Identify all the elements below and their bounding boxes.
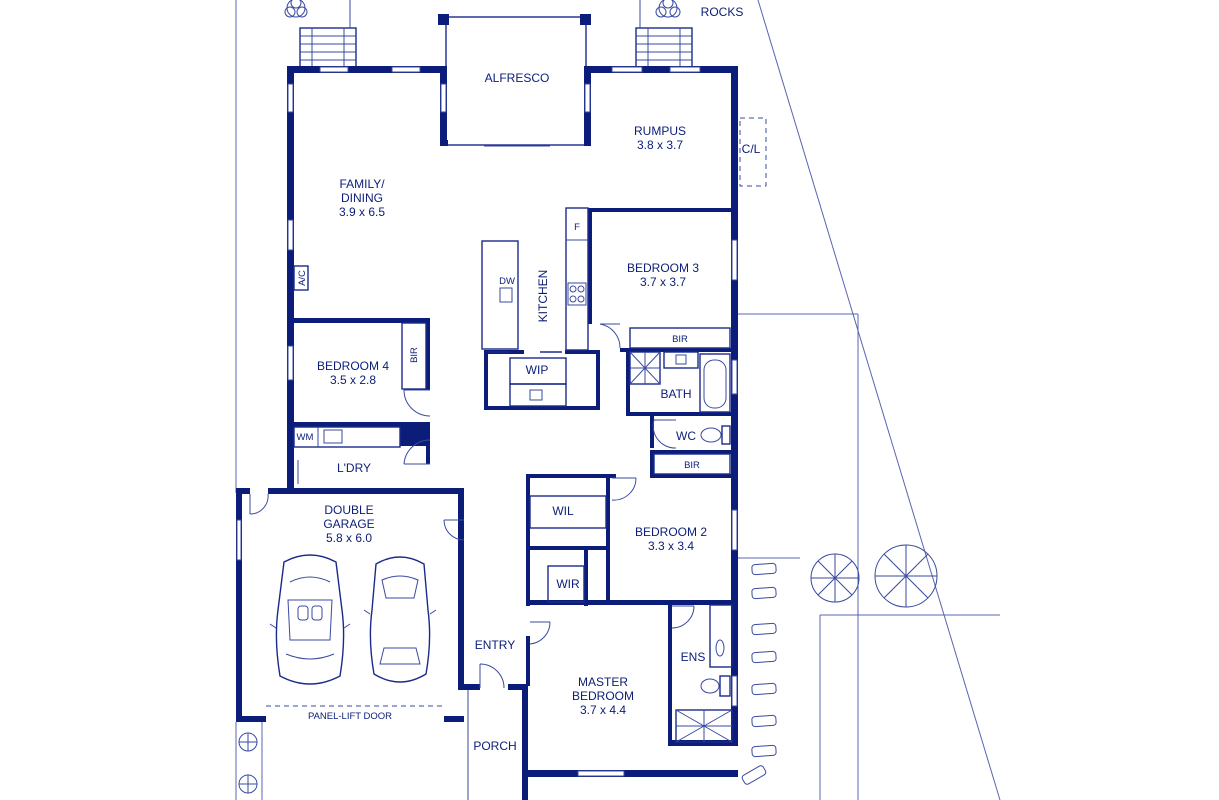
bir-bedroom2-label: BIR bbox=[684, 460, 700, 471]
room-labels: ROCKS ALFRESCO RUMPUS 3.8 x 3.7 C/L FAMI… bbox=[297, 5, 761, 753]
kitchen-fittings bbox=[481, 207, 589, 407]
clothesline-label: C/L bbox=[742, 142, 761, 156]
bir-bedroom3 bbox=[629, 327, 731, 349]
master-dimensions: 3.7 x 4.4 bbox=[580, 703, 626, 717]
shrub-icon bbox=[284, 0, 308, 18]
family-label-line1: FAMILY/ bbox=[339, 177, 385, 191]
alfresco-label: ALFRESCO bbox=[485, 71, 550, 85]
bath-label: BATH bbox=[660, 387, 691, 401]
bedroom4-dimensions: 3.5 x 2.8 bbox=[330, 373, 376, 387]
bedroom3-dimensions: 3.7 x 3.7 bbox=[640, 275, 686, 289]
entry-label: ENTRY bbox=[475, 638, 515, 652]
rear-steps-right bbox=[635, 0, 693, 69]
kitchen-label: KITCHEN bbox=[536, 270, 550, 323]
wc-label: WC bbox=[676, 429, 696, 443]
dishwasher-label: DW bbox=[499, 276, 515, 287]
wir-label: WIR bbox=[556, 577, 580, 591]
master-label-line1: MASTER bbox=[578, 675, 628, 689]
door-swing-icon bbox=[249, 323, 695, 689]
bir-bedroom4-label: BIR bbox=[409, 347, 420, 363]
exterior-walls bbox=[236, 66, 738, 800]
ac-unit bbox=[293, 265, 309, 291]
ensuite-label: ENS bbox=[681, 650, 706, 664]
shrub-icon bbox=[655, 0, 681, 18]
family-dimensions: 3.9 x 6.5 bbox=[339, 205, 385, 219]
car-icon bbox=[363, 556, 437, 683]
shrub-icon bbox=[238, 732, 258, 752]
rocks-label: ROCKS bbox=[701, 5, 744, 19]
tree-icon bbox=[810, 553, 860, 603]
garage-label-line1: DOUBLE bbox=[324, 503, 373, 517]
rumpus-label: RUMPUS bbox=[634, 124, 686, 138]
stepping-stones bbox=[741, 562, 777, 785]
bedroom3-label: BEDROOM 3 bbox=[627, 261, 699, 275]
sink-icon bbox=[499, 287, 513, 303]
porch-label: PORCH bbox=[473, 739, 516, 753]
wir-shelf bbox=[547, 565, 585, 603]
bedroom2-label: BEDROOM 2 bbox=[635, 525, 707, 539]
toilet-icon bbox=[700, 425, 731, 445]
ensuite-fittings bbox=[675, 604, 733, 743]
laundry-label: L'DRY bbox=[337, 461, 371, 475]
internal-walls bbox=[426, 208, 734, 746]
laundry-fittings bbox=[293, 426, 401, 484]
garage-dimensions: 5.8 x 6.0 bbox=[326, 531, 372, 545]
bir-bedroom4 bbox=[401, 322, 427, 390]
fridge-label: F bbox=[574, 222, 580, 233]
bir-bedroom3-label: BIR bbox=[672, 334, 688, 345]
rumpus-dimensions: 3.8 x 3.7 bbox=[637, 138, 683, 152]
bathtub-icon bbox=[699, 353, 731, 413]
ac-label: A/C bbox=[297, 270, 308, 286]
garage-label-line2: GARAGE bbox=[323, 517, 374, 531]
toilet-icon bbox=[700, 678, 720, 694]
wm-label: WM bbox=[297, 432, 314, 443]
windows bbox=[236, 66, 738, 777]
wip-label: WIP bbox=[526, 363, 549, 377]
car-icon bbox=[269, 554, 351, 685]
cooktop-icon bbox=[567, 282, 587, 306]
site-boundary bbox=[235, 0, 1001, 800]
bathroom-fittings bbox=[629, 351, 731, 413]
tree-icon bbox=[874, 544, 938, 608]
bedroom2-dimensions: 3.3 x 3.4 bbox=[648, 539, 694, 553]
rear-steps-left bbox=[299, 0, 357, 69]
shrub-icon bbox=[238, 774, 258, 794]
master-label-line2: BEDROOM bbox=[572, 689, 634, 703]
clothesline bbox=[739, 117, 767, 187]
family-label-line2: DINING bbox=[341, 191, 383, 205]
garage-door-label: PANEL-LIFT DOOR bbox=[308, 711, 392, 722]
wil-label: WIL bbox=[552, 504, 574, 518]
wil-shelf bbox=[529, 495, 607, 529]
bedroom4-label: BEDROOM 4 bbox=[317, 359, 389, 373]
bir-bedroom2 bbox=[653, 453, 731, 475]
